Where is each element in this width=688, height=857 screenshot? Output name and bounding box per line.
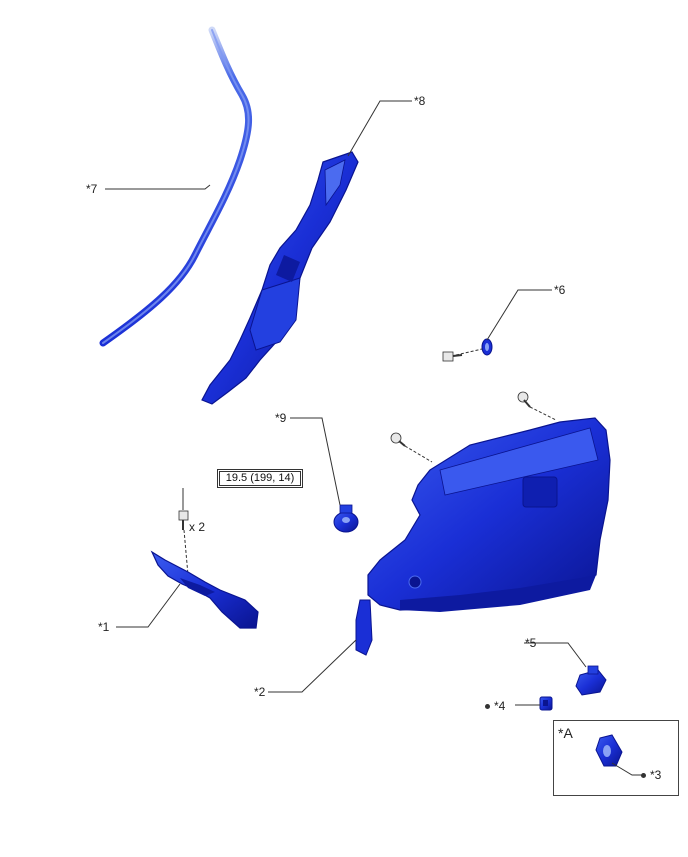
bullet-icon: [485, 704, 490, 710]
bolt-x2: [178, 510, 189, 576]
part3-grommet: [595, 734, 623, 767]
part2-quarter-trim-panel: [355, 417, 611, 656]
part8-pillar-garnish: [201, 151, 359, 405]
part7-weatherstrip: [99, 26, 253, 347]
callout-part2: *2: [254, 685, 266, 699]
callout-part8: *8: [414, 94, 426, 108]
part6-clip-assembly: [442, 338, 493, 362]
callout-part7: *7: [86, 182, 98, 196]
callout-part6: *6: [554, 283, 566, 297]
leader-lines: [105, 100, 645, 776]
bolt-quantity: x 2: [189, 520, 206, 534]
callout-part4: *4: [485, 699, 505, 713]
part5-connector: [575, 665, 607, 696]
torque-spec-box: 19.5 (199, 14): [217, 469, 303, 488]
torque-spec-value: 19.5 (199, 14): [219, 471, 301, 486]
bullet-icon: [641, 773, 646, 779]
callout-part5: *5: [525, 636, 537, 650]
part9-clip: [333, 504, 359, 533]
callout-part3: *3: [641, 768, 661, 782]
inset-detail-box: *A: [553, 720, 679, 796]
inset-label: *A: [558, 725, 573, 741]
part1-deck-trim: [150, 550, 259, 629]
callout-part1: *1: [98, 620, 110, 634]
callout-part9: *9: [275, 411, 287, 425]
screws-quarter-trim: [390, 391, 557, 463]
part4-clip: [539, 696, 553, 711]
